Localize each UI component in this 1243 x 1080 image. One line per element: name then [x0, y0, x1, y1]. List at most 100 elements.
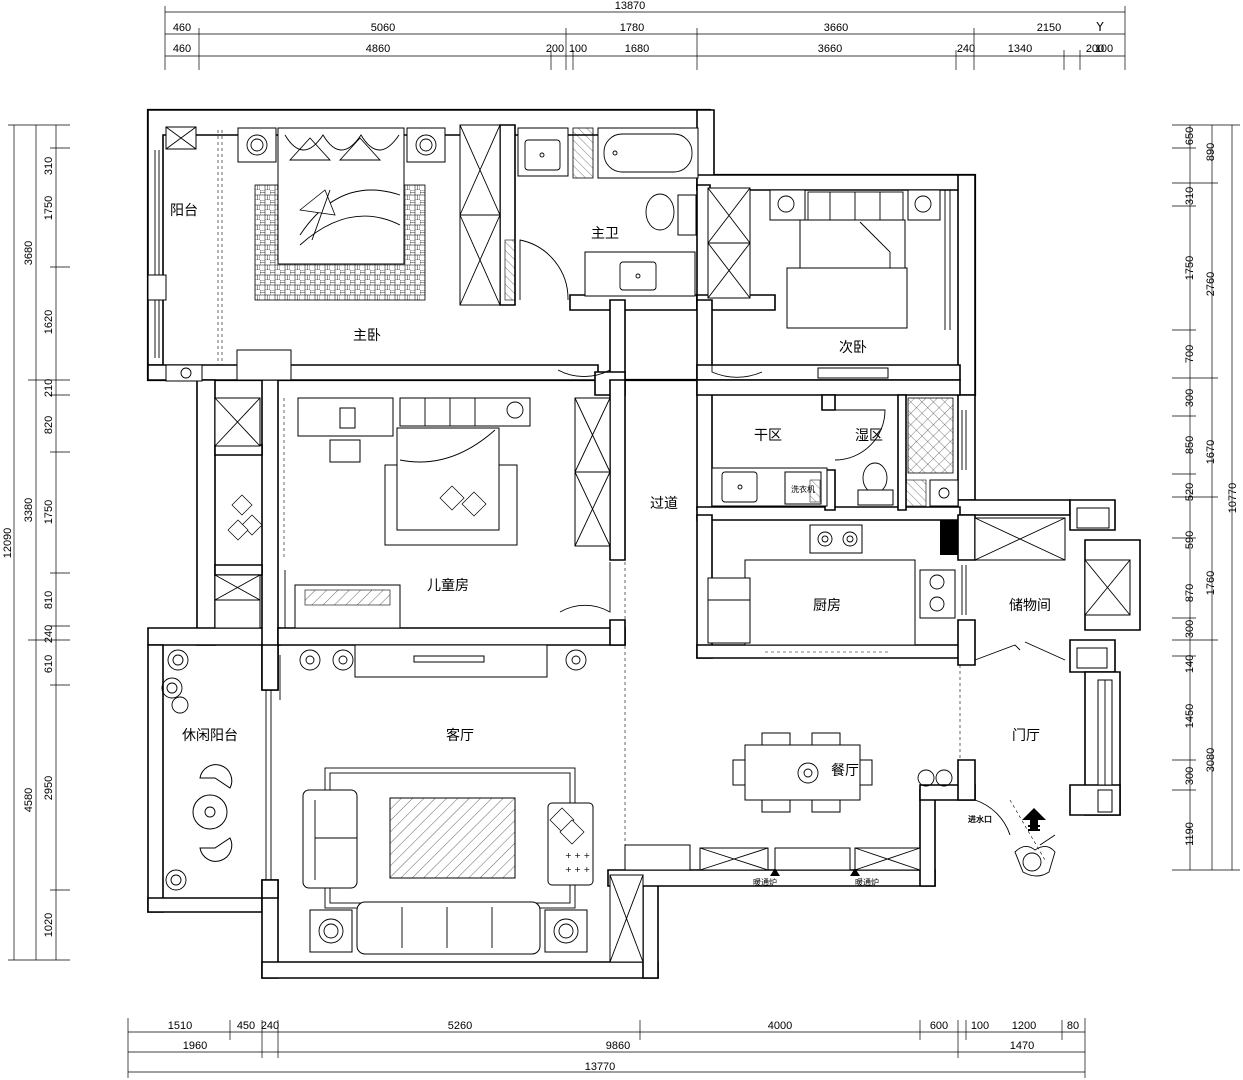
dim-top-r2-7: 240 [957, 43, 975, 55]
room-label-kitchen: 厨房 [813, 598, 841, 614]
room-label-master-bath: 主卫 [591, 226, 619, 242]
dim-top-4: 3660 [824, 22, 848, 34]
dim-right-r2-14: 1190 [1184, 822, 1196, 846]
dim-right-r1-4: 1760 [1205, 571, 1217, 595]
room-label-master-bedroom: 主卧 [353, 328, 381, 344]
dim-top-r2-1: 460 [173, 43, 191, 55]
label-washer: 洗衣机 [791, 484, 815, 494]
dim-bottom-total: 13770 [585, 1061, 616, 1073]
balcony [147, 126, 223, 382]
dim-left-r2-6: 1750 [43, 500, 55, 524]
plant-icon [161, 649, 189, 891]
dim-top-5: 2150 [1037, 22, 1061, 34]
dim-right-r2-8: 590 [1184, 531, 1196, 549]
dim-right-r2-13: 300 [1184, 767, 1196, 785]
room-label-foyer: 门厅 [1012, 728, 1040, 744]
dim-top-2: 5060 [371, 22, 395, 34]
second-bedroom: 次卧 [707, 187, 951, 379]
dim-bottom-6: 600 [930, 1020, 948, 1032]
dry-wet-area: 洗衣机 干区 湿区 [711, 397, 967, 507]
room-label-living-room: 客厅 [446, 727, 474, 744]
dim-bottom-8: 1200 [1012, 1020, 1036, 1032]
dim-top-r2-2: 4860 [366, 43, 390, 55]
label-heater-1: 暖通炉 [753, 877, 777, 887]
dim-left-r2-5: 820 [43, 416, 55, 434]
master-bedroom: 主卧 阳台 [170, 124, 501, 381]
dim-left-r2-1: 310 [43, 157, 55, 175]
svg-text:+ + +: + + + [565, 865, 590, 874]
dining-room: 暖通炉 暖通炉 餐厅 [624, 732, 953, 887]
dim-left-r2-10: 2950 [43, 776, 55, 800]
room-label-leisure-balcony: 休闲阳台 [182, 728, 238, 744]
entrance-arrow-icon [1022, 808, 1046, 830]
dim-bottom-r2-1: 1960 [183, 1040, 207, 1052]
dim-left-r2-4: 210 [43, 379, 55, 397]
living-room: + + + + + + 客厅 [279, 644, 644, 963]
dim-bottom-3: 240 [261, 1020, 279, 1032]
dim-left-r2-11: 1020 [43, 913, 55, 937]
dim-right-r2-11: 140 [1184, 655, 1196, 673]
room-label-balcony: 阳台 [170, 203, 198, 219]
dim-left-total: 12090 [2, 528, 14, 559]
dim-top-r2-3: 200 [546, 43, 564, 55]
north-arrow-icon: Y [1095, 20, 1104, 34]
dim-right-r2-6: 850 [1184, 436, 1196, 454]
kitchen: 厨房 [707, 520, 967, 653]
dim-bottom-4: 5260 [448, 1020, 472, 1032]
master-bath: 主卫 [504, 127, 699, 301]
storage-room: 储物间 [974, 507, 1131, 669]
dim-right-r2-9: 870 [1184, 584, 1196, 602]
dim-right-total: 10770 [1227, 483, 1239, 514]
dim-top-r2-10: 100 [1095, 43, 1113, 55]
kids-room: 儿童房 [283, 397, 611, 629]
dim-bottom-r2-2: 9860 [606, 1040, 630, 1052]
dim-right-r2-12: 1450 [1184, 704, 1196, 728]
dim-left-1: 3680 [23, 241, 35, 265]
dim-top-r2-9: 200 [1086, 43, 1104, 55]
dim-top-total: 13870 [615, 0, 646, 12]
dim-left-2: 3380 [23, 498, 35, 522]
dim-top-r2-5: 1680 [625, 43, 649, 55]
leisure-balcony: 休闲阳台 [161, 649, 272, 891]
dim-bottom-9: 80 [1067, 1020, 1079, 1032]
dim-bottom-1: 1510 [168, 1020, 192, 1032]
dim-top-r2-4: 100 [569, 43, 587, 55]
top-dimensions: 13870 460 5060 1780 3660 2150 460 4860 2… [164, 0, 1126, 70]
dim-left-3: 4580 [23, 788, 35, 812]
dim-bottom-2: 450 [237, 1020, 255, 1032]
dim-right-r1-5: 3080 [1205, 748, 1217, 772]
dim-bottom-5: 4000 [768, 1020, 792, 1032]
room-label-storage: 储物间 [1009, 598, 1051, 614]
dim-top-3: 1780 [620, 22, 644, 34]
plant-icon [299, 649, 587, 671]
dim-top-r2-6: 3660 [818, 43, 842, 55]
left-storage [214, 397, 263, 629]
dim-right-r1-1: 890 [1205, 143, 1217, 161]
dim-right-r2-10: 300 [1184, 620, 1196, 638]
dim-left-r2-8: 240 [43, 625, 55, 643]
room-label-dry-area: 干区 [754, 428, 782, 444]
dim-bottom-r2-3: 1470 [1010, 1040, 1034, 1052]
svg-text:+ + +: + + + [565, 851, 590, 860]
dim-top-r2-8: 1340 [1008, 43, 1032, 55]
dim-right-r2-3: 1750 [1184, 256, 1196, 280]
room-label-corridor: 过道 [650, 496, 678, 512]
dim-right-r2-7: 520 [1184, 483, 1196, 501]
dim-left-r2-3: 1620 [43, 310, 55, 334]
dim-right-r1-2: 2760 [1205, 272, 1217, 296]
dim-bottom-7: 100 [971, 1020, 989, 1032]
right-dimensions: 650 310 1750 700 300 850 520 590 870 300… [1172, 124, 1240, 871]
corridor-doors: 过道 [557, 310, 698, 870]
dim-right-r2-2: 310 [1184, 187, 1196, 205]
person-icon [1014, 834, 1056, 877]
dim-left-r2-7: 810 [43, 591, 55, 609]
dim-left-r2-2: 1750 [43, 196, 55, 220]
room-label-second-bedroom: 次卧 [839, 340, 867, 356]
dim-right-r1-3: 1670 [1205, 440, 1217, 464]
room-label-wet-area: 湿区 [855, 428, 883, 444]
dim-right-r2-5: 300 [1184, 389, 1196, 407]
dim-right-r2-1: 650 [1184, 127, 1196, 145]
bottom-dimensions: 1510 450 240 5260 4000 600 100 1200 80 1… [127, 1018, 1086, 1078]
label-heater-2: 暖通炉 [855, 877, 879, 887]
